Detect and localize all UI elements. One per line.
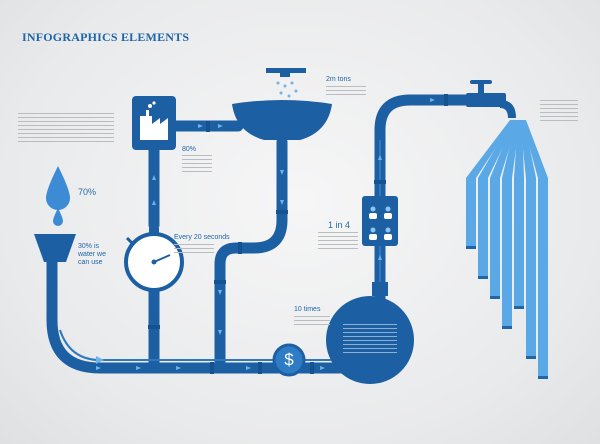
bowl-icon: [232, 68, 332, 140]
one-in-four-text-lines: [318, 232, 358, 252]
ten-times-label: 10 times: [294, 306, 321, 313]
tank-text-lines: [343, 324, 397, 356]
people-icon: [362, 196, 398, 246]
every20-text-lines: [174, 244, 214, 256]
flow-arrows: [96, 98, 435, 370]
intro-text-lines: [18, 113, 114, 145]
tons-text-lines: [326, 86, 366, 98]
pipe-riser: [374, 94, 474, 306]
dollar-label: $: [284, 350, 294, 369]
pct70-label: 70%: [78, 187, 97, 197]
water-bar-caps: [466, 246, 548, 379]
waste-note: 30% is water we can use: [78, 243, 107, 266]
tons-label: 2m tons: [326, 76, 351, 83]
water-stream-bars: [466, 120, 548, 378]
funnel: [34, 234, 76, 262]
pct80-label: 80%: [182, 146, 197, 153]
pipe-bowl-down: [214, 136, 288, 374]
dollar-icon: [272, 343, 306, 377]
faucet-icon: [466, 80, 516, 118]
one-in-four-label: 1 in 4: [328, 220, 351, 230]
pipe-joints: [148, 94, 448, 374]
page-title: INFOGRAPHICS ELEMENTS: [22, 30, 190, 44]
every20-label: Every 20 seconds: [174, 234, 230, 241]
pct80-text-lines: [182, 155, 212, 175]
ten-times-text-lines: [294, 316, 330, 328]
droplet-icon: [46, 166, 70, 226]
faucet-text-lines: [540, 100, 578, 124]
factory-icon: [132, 96, 176, 150]
stopwatch-icon: [124, 228, 184, 292]
